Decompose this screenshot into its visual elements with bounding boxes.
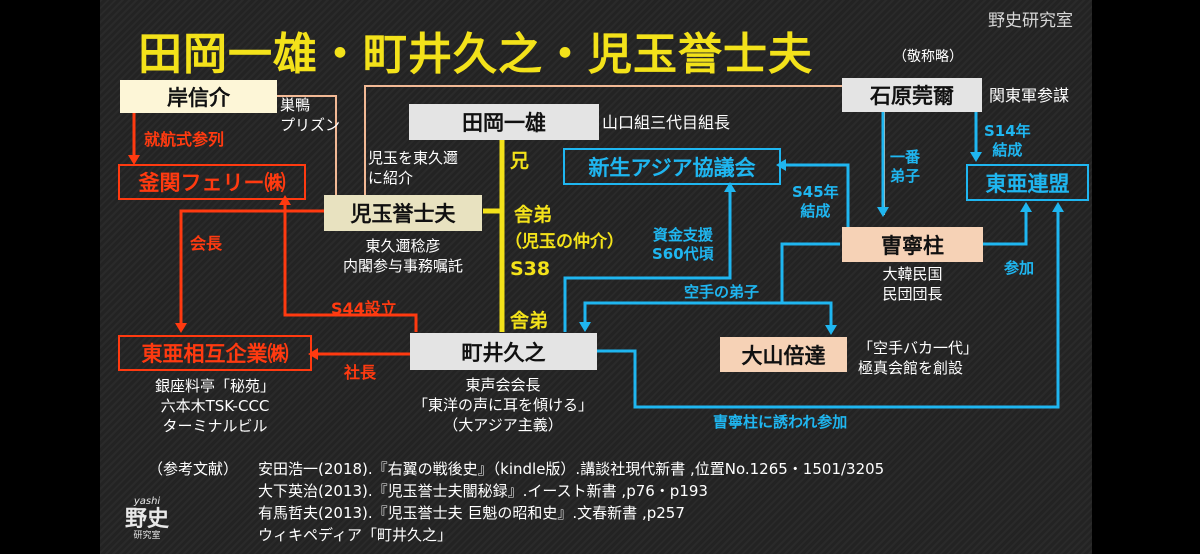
label-ani: 兄 [510,150,530,172]
line-to-oyama [782,301,833,330]
arrow-toa2 [308,348,318,360]
node-sou: 曺寧柱 [842,227,983,262]
arrow-oyama [825,325,837,335]
node-kishi: 岸信介 [120,80,277,113]
label-chukai: （児玉の仲介） [505,232,624,252]
logo: yashi 野史 研究室 [124,496,169,542]
label-shatei1: 舎弟 [514,204,553,226]
note-machii-role: 東声会会長 「東洋の声に耳を傾ける」 （大アジア主義） [412,376,593,434]
arrow-renmei3 [1052,202,1064,212]
label-shacho: 社長 [344,363,377,382]
line-kishi-kodama [277,95,337,198]
node-taoka: 田岡一雄 [409,104,599,140]
arrow-shinsei1 [724,182,736,192]
label-kaicho: 会長 [190,234,223,253]
node-toa-kigyo: 東亜相互企業㈱ [118,335,312,371]
label-s45: S45年 結成 [792,183,839,220]
line-kodama-toa [179,209,324,328]
arrow-ferry2 [279,195,291,205]
arrow-machii [579,322,591,332]
label-sanka: 参加 [1004,259,1035,277]
line-machii-ferry [283,200,418,332]
label-s38: S38 [510,258,551,280]
node-shinsei: 新生アジア協議会 [563,148,781,185]
note-ishihara-role: 関東軍参謀 [989,86,1070,105]
arrow-shinsei2 [776,159,786,171]
arrow-renmei2 [1020,202,1032,212]
note-sou-role: 大韓民国 民団団長 [882,265,943,303]
label-s44: S44設立 [331,299,397,318]
watermark: 野史研究室 [988,11,1073,31]
node-machii: 町井久之 [410,333,597,370]
note-kodama-role: 東久邇稔彦 内閣参与事務嘱託 [342,237,463,275]
note-toa-kigyo-role: 銀座料亭「秘苑」 六本木TSK-CCC ターミナルビル [154,377,275,435]
reference-item: ウィキペディア「町井久之」 [258,526,452,544]
arrow-renmei [970,152,982,162]
line-ishihara-kodama [364,85,842,198]
node-kodama: 児玉誉士夫 [324,195,482,231]
note-oyama-role: 「空手バカ一代」 極真会館を創設 [858,339,979,377]
label-shikin: 資金支援 S60代頃 [652,226,714,263]
note-kodama-intro: 児玉を東久邇 に紹介 [368,149,459,187]
line-machii-renmei [597,207,1060,409]
line-sou-renmei [983,207,1028,246]
references-heading: （参考文献） [148,460,239,478]
label-sasoware: 曺寧柱に誘われ参加 [713,413,848,431]
note-sugamo: 巣鴨 プリズン [280,96,341,134]
node-toa-renmei: 東亜連盟 [966,164,1089,201]
label-karate: 空手の弟子 [684,283,760,301]
connector-lines [128,85,1064,409]
label-s14: S14年 結成 [984,122,1031,159]
label-shatei2: 舎弟 [510,310,549,332]
reference-item: 安田浩一(2018).『右翼の戦後史』（kindle版）.講談社現代新書 ,位置… [258,460,885,478]
note-taoka-role: 山口組三代目組長 [602,113,731,132]
arrow-toa [175,323,187,333]
line-machii-shinsei [563,187,732,332]
references-list: 安田浩一(2018).『右翼の戦後史』（kindle版）.講談社現代新書 ,位置… [258,458,884,546]
label-shukoshiki: 就航式参列 [144,130,225,149]
reference-item: 有馬哲夫(2013).『児玉誉士夫 巨魁の昭和史』.文春新書 ,p257 [258,504,685,522]
reference-item: 大下英治(2013).『児玉誉士夫闇秘録』.イースト新書 ,p76・p193 [258,482,708,500]
node-ferry: 釜関フェリー㈱ [118,164,306,200]
page-title: 田岡一雄・町井久之・児玉誉士夫 [138,29,813,80]
title-note: （敬称略） [893,49,963,65]
label-ichiban: 一番 弟子 [890,148,921,185]
node-ishihara: 石原莞爾 [842,78,982,112]
line-sou-shinsei [781,163,850,229]
diagram-stage: 野史研究室 田岡一雄・町井久之・児玉誉士夫 （敬称略） 岸信介 田岡一雄 児玉誉… [100,0,1092,554]
node-oyama: 大山倍達 [720,337,847,372]
arrow-sou [877,207,889,217]
arrow-ferry [128,155,140,165]
